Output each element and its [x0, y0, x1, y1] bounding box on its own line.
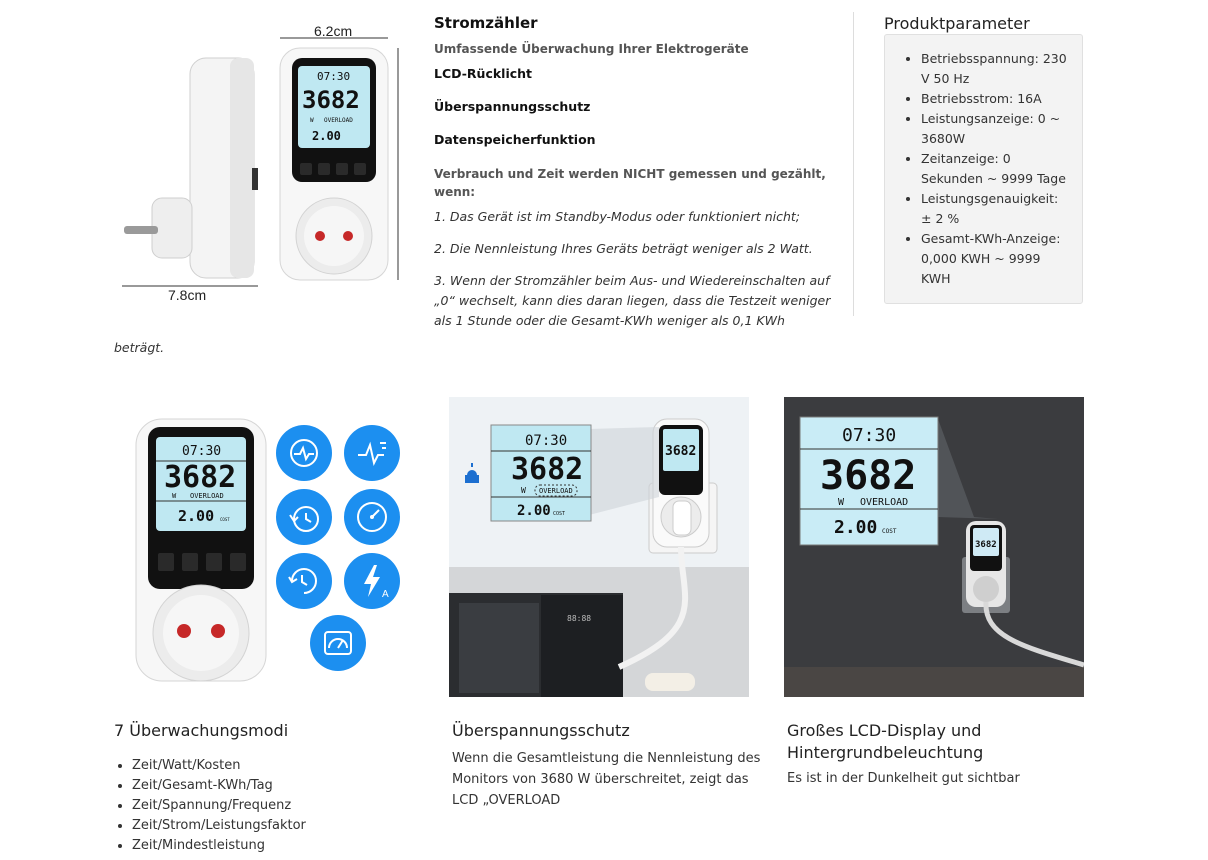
product-description: Stromzähler Umfassende Überwachung Ihrer… [434, 14, 834, 343]
product-dimension-image: 07:30 3682 W OVERLOAD 2.00 6.2cm 7.8cm [112, 18, 422, 308]
heartbeat-icon [276, 425, 332, 481]
gauge-meter-icon [310, 615, 366, 671]
mode-item: Zeit/Gesamt-KWh/Tag [132, 776, 306, 796]
pulse-wave-icon [344, 425, 400, 481]
lcd-watts: 3682 [302, 86, 360, 114]
mode-item: Zeit/Strom/Leistungsfaktor [132, 816, 306, 836]
overload-protection-image: 88:88 3682 07:30 3682 W OVERLOAD 2.00 CO… [449, 397, 749, 697]
param-power: Leistungsanzeige: 0 ~ 3680W [921, 109, 1068, 149]
parameters-title: Produktparameter [884, 14, 1030, 33]
lcd-overload: OVERLOAD [190, 492, 224, 500]
lcd-time: 07:30 [182, 444, 221, 459]
param-accuracy: Leistungsgenauigkeit: ± 2 % [921, 189, 1068, 229]
condition-item-2: 2. Die Nennleistung Ihres Geräts beträgt… [434, 241, 813, 256]
svg-text:3682: 3682 [975, 540, 997, 550]
lcd-unit: W [521, 486, 526, 495]
lcd-overload: OVERLOAD [860, 497, 908, 508]
lcd-watts: 3682 [820, 453, 916, 499]
modes-title: 7 Überwachungsmodi [114, 721, 289, 740]
param-kwh: Gesamt-KWh-Anzeige: 0,000 KWH ~ 9999 KWH [921, 229, 1068, 289]
backlight-title: Großes LCD-Display und Hintergrundbeleuc… [787, 721, 984, 762]
lcd-time: 07:30 [525, 433, 567, 449]
lcd-watts: 3682 [164, 460, 236, 495]
refresh-timer-icon [276, 553, 332, 609]
lcd-cost-unit: COST [882, 528, 897, 535]
svg-text:A: A [382, 589, 389, 600]
description-title: Stromzähler [434, 14, 538, 32]
overload-title: Überspannungsschutz [452, 721, 630, 740]
lcd-cost-unit: COST [553, 511, 565, 517]
lcd-time: 07:30 [842, 425, 896, 446]
width-dimension-label: 6.2cm [314, 23, 352, 39]
feature-backlight: LCD-Rücklicht [434, 66, 533, 81]
timer-icon [276, 489, 332, 545]
param-time: Zeitanzeige: 0 Sekunden ~ 9999 Tage [921, 149, 1068, 189]
param-current: Betriebsstrom: 16A [921, 89, 1068, 109]
lcd-unit: W [310, 117, 314, 124]
svg-text:3682: 3682 [665, 444, 696, 459]
mode-item: Zeit/Mindestleistung [132, 836, 306, 856]
condition-item-3-tail: beträgt. [114, 340, 165, 355]
lcd-cost: 2.00 [517, 503, 551, 519]
description-subtitle: Umfassende Überwachung Ihrer Elektrogerä… [434, 42, 749, 56]
measurement-note: Verbrauch und Zeit werden NICHT gemessen… [434, 167, 826, 199]
lcd-cost-unit: COST [220, 517, 230, 522]
lightning-ampere-icon: A [344, 553, 400, 609]
depth-dimension-label: 7.8cm [168, 287, 206, 303]
lcd-cost: 2.00 [312, 129, 341, 143]
mode-item: Zeit/Watt/Kosten [132, 756, 306, 776]
lcd-unit: W [838, 497, 845, 508]
backlight-text: Es ist in der Dunkelheit gut sichtbar [787, 771, 1020, 786]
speedometer-icon [344, 489, 400, 545]
modes-list: Zeit/Watt/Kosten Zeit/Gesamt-KWh/Tag Zei… [114, 756, 306, 856]
lcd-cost: 2.00 [178, 507, 214, 525]
feature-surge-protection: Überspannungsschutz [434, 99, 591, 114]
param-voltage: Betriebsspannung: 230 V 50 Hz [921, 49, 1068, 89]
mode-item: Zeit/Spannung/Frequenz [132, 796, 306, 816]
lcd-overload: OVERLOAD [324, 117, 353, 124]
column-divider [853, 12, 854, 316]
lcd-watts: 3682 [511, 452, 583, 487]
lcd-overload: OVERLOAD [539, 487, 573, 495]
microwave-display: 88:88 [567, 614, 591, 623]
alarm-light-icon [465, 463, 479, 483]
condition-item-3: 3. Wenn der Stromzähler beim Aus- und Wi… [434, 273, 831, 328]
lcd-unit: W [172, 492, 177, 500]
overload-text: Wenn die Gesamtleistung die Nennleistung… [452, 751, 761, 808]
monitoring-modes-image: 07:30 3682 W OVERLOAD 2.00 COST A [114, 397, 414, 697]
lcd-time: 07:30 [317, 70, 350, 83]
condition-item-1: 1. Das Gerät ist im Standby-Modus oder f… [434, 209, 801, 224]
feature-data-storage: Datenspeicherfunktion [434, 132, 596, 147]
parameters-box: Betriebsspannung: 230 V 50 Hz Betriebsst… [884, 34, 1083, 304]
lcd-cost: 2.00 [834, 517, 877, 538]
backlight-display-image: 3682 07:30 3682 W OVERLOAD 2.00 COST [784, 397, 1084, 697]
